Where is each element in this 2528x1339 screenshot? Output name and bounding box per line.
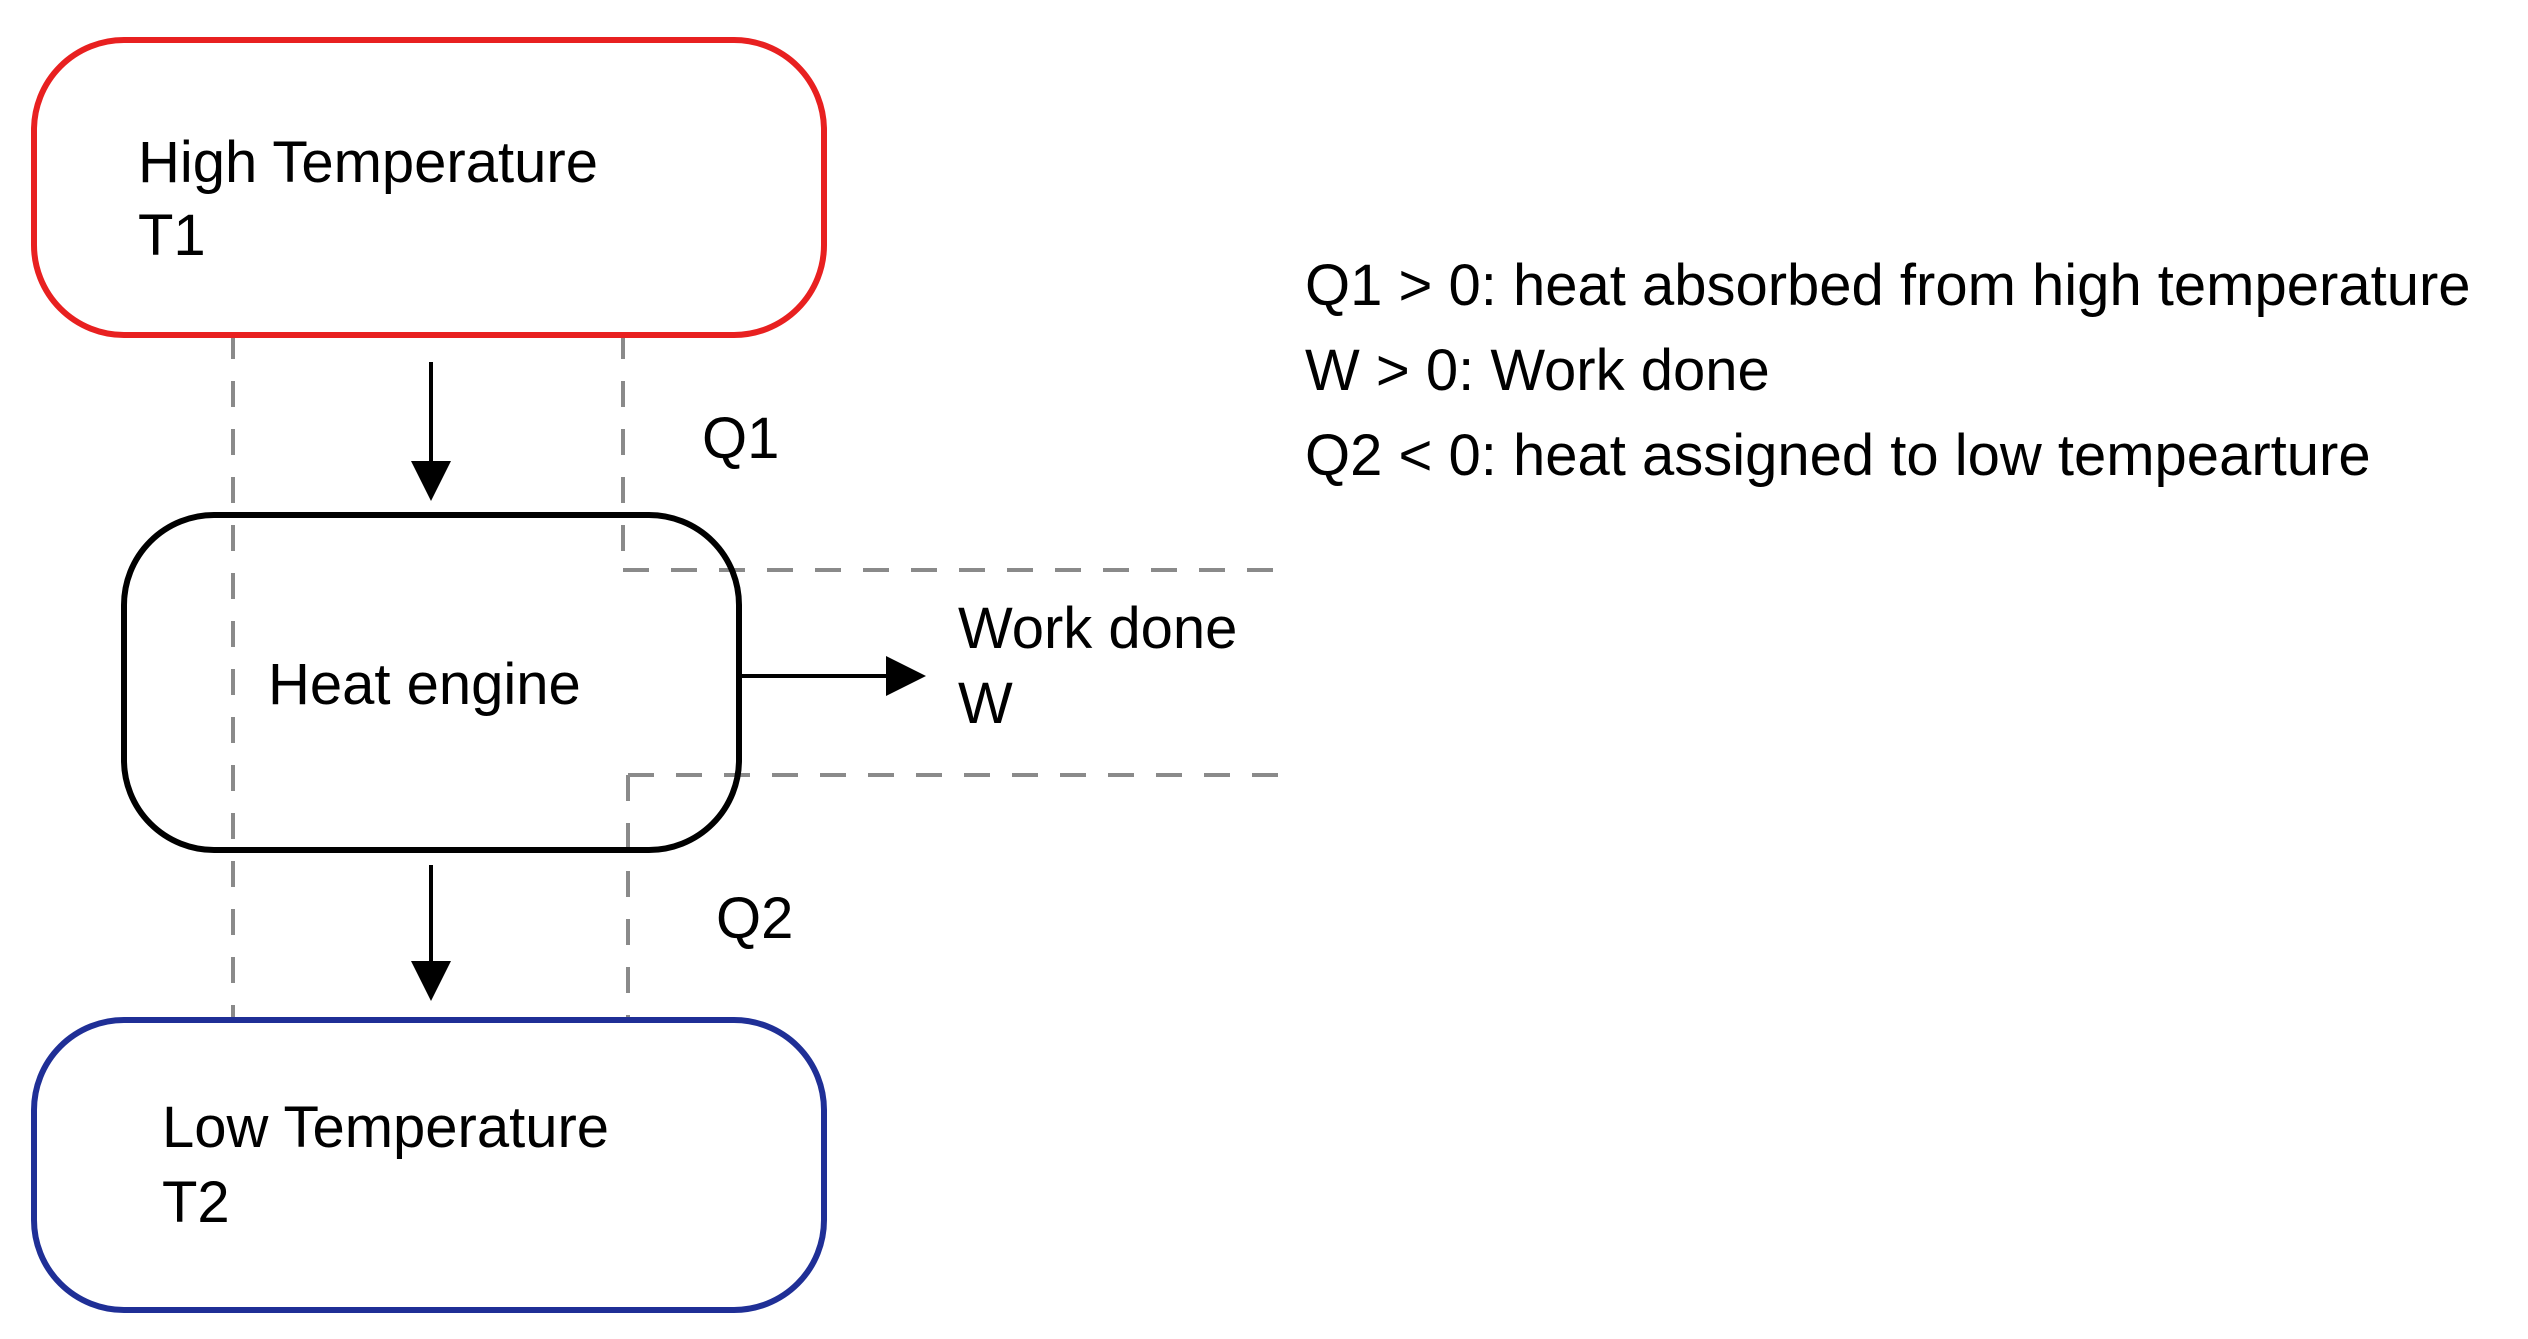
hot-reservoir-label: High Temperature [138,130,598,195]
q2-label: Q2 [716,886,793,951]
hot-reservoir-temperature: T1 [138,203,206,268]
work-symbol: W [958,671,1013,736]
legend-line-q1: Q1 > 0: heat absorbed from high temperat… [1305,253,2471,318]
work-label: Work done [958,596,1237,661]
legend-line-q2: Q2 < 0: heat assigned to low tempearture [1305,423,2371,488]
heat-engine-label: Heat engine [268,652,581,717]
legend: Q1 > 0: heat absorbed from high temperat… [1305,253,2471,488]
legend-line-w: W > 0: Work done [1305,338,1770,403]
cold-reservoir-box [31,1017,827,1313]
heat-engine-box [121,512,742,853]
hot-reservoir-box [31,37,827,338]
cold-reservoir-temperature: T2 [162,1170,230,1235]
cold-reservoir-label: Low Temperature [162,1095,609,1160]
q1-label: Q1 [702,406,779,471]
